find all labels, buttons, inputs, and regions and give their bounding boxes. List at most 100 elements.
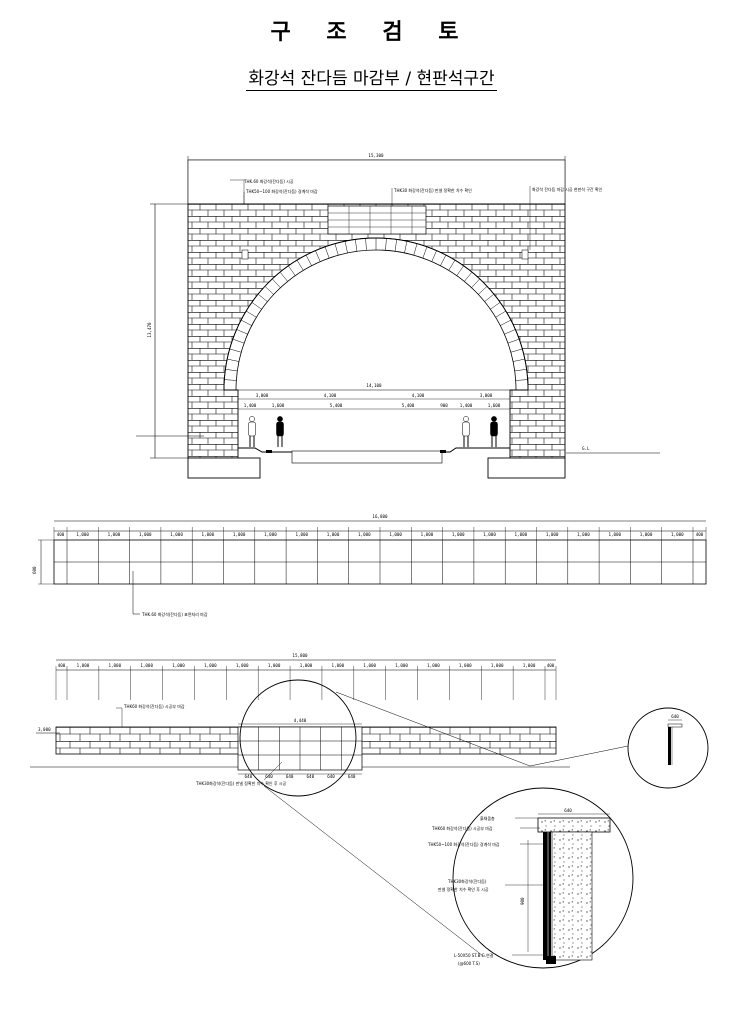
inner-dim-3: 4,100: [412, 393, 425, 398]
strip-dim-label: 1,000: [389, 532, 402, 537]
wall-dim-label: 1,000: [332, 663, 345, 668]
strip-dim-label: 1,000: [264, 532, 277, 537]
strip-dim-label: 1,000: [608, 532, 621, 537]
page-subtitle: 화강석 잔다듬 마감부 / 현판석구간: [0, 64, 743, 91]
wall-dim-label: 400: [58, 663, 66, 668]
strip-unit-dims: 400 1,000 1,000 1,000 1,000 1,000 1,000 1,000 1,…: [53, 527, 707, 540]
wall-height-dim: 3,000: [38, 727, 51, 732]
wall-detail-dim: 640: [348, 774, 356, 779]
inner-dim-4: 3,000: [480, 393, 493, 398]
right-footing: [487, 457, 566, 479]
lower-dim-2: 1,600: [272, 403, 285, 408]
wall-dim-label: 1,000: [268, 663, 281, 668]
elevation-notes: THK.60 화강석(잔다듬) 시공 THK50~100 화강석(잔다듬) 경계…: [230, 178, 603, 250]
strip-dim-label: 1,000: [515, 532, 528, 537]
elevation-inner-width: 14,100: [366, 383, 382, 388]
section-detail-small: 640: [529, 707, 709, 789]
wall-dim-label: 1,000: [523, 663, 536, 668]
wall-dim-label: 1,000: [204, 663, 217, 668]
detail-label-4: THK30화강석(잔다듬): [447, 878, 487, 884]
lower-dim-6: 1,400: [460, 403, 473, 408]
detail-label-5: 판넬 정확한 치수 확인 후 시공: [438, 886, 489, 892]
elevation-note-3: THK30 화강석(잔다듬) 판넬 정확한 치수 확인: [393, 187, 472, 193]
strip-dim-label: 1,000: [170, 532, 183, 537]
wall-detail-dims: 640 640 640 640 640 640: [238, 773, 362, 779]
wall-dim-label: 400: [547, 663, 555, 668]
lower-dim-7: 1,600: [488, 403, 501, 408]
masonry-wall: [187, 203, 566, 459]
elevation-height: 13,470: [147, 322, 152, 338]
section-detail-large: 640 900 흙채움층 THK60 화강석(잔다듬) 시공부 마감 THK50…: [427, 787, 634, 969]
elevation-top-width: 15,300: [368, 153, 384, 158]
strip-dim-label: 1,000: [202, 532, 215, 537]
strip-dim-label: 1,000: [327, 532, 340, 537]
strip-dim-label: 1,000: [483, 532, 496, 537]
strip-note: THK.60 화강석(잔다듬) 표면처리 마감: [141, 611, 208, 617]
elevation-note-1: THK.60 화강석(잔다듬) 시공: [243, 178, 294, 184]
zoom-circle-small: [239, 679, 357, 797]
elevation-note-4: 화강석 잔다듬 마감 시공 현판석 구간 확인: [532, 186, 603, 192]
page-title: 구 조 검 토: [270, 20, 473, 45]
detail-label-2: THK60 화강석(잔다듬) 시공부 마감: [431, 825, 493, 831]
wall-dim-label: 1,000: [300, 663, 313, 668]
wall-detail-width: 4,440: [294, 718, 307, 723]
strip-dim-label: 1,000: [452, 532, 465, 537]
wall-dim-label: 1,000: [77, 663, 90, 668]
strip-dim-label: 1,000: [577, 532, 590, 537]
left-footing: [187, 457, 261, 479]
strip-dim-label: 1,000: [546, 532, 559, 537]
wall-total-dim: 15,800: [292, 653, 308, 658]
lower-dim-4: 5,400: [402, 403, 415, 408]
elevation-note-2: THK50~100 화강석(잔다듬) 경계석 마감: [245, 188, 318, 194]
ground-level-label: G.L: [582, 446, 590, 451]
inner-dim-1: 3,000: [256, 393, 269, 398]
strip-dim-label: 1,000: [139, 532, 152, 537]
detail-labels: 흙채움층 THK60 화강석(잔다듬) 시공부 마감 THK50~100 화강석…: [427, 815, 546, 966]
arch-voussoirs: [224, 238, 528, 381]
detail-label-6: L-50X50 ST.B.G.연결: [454, 952, 494, 958]
detail-label-3: THK50~100 화강석(잔다듬) 경계석 마감: [427, 841, 500, 847]
wall-detail-dim: 640: [245, 774, 253, 779]
detail-vertical-dim: 900: [520, 897, 525, 905]
wall-dim-label: 1,000: [363, 663, 376, 668]
wall-dim-label: 1,000: [395, 663, 408, 668]
strip-dim-label: 1,000: [233, 532, 246, 537]
lower-dim-5: 900: [440, 403, 448, 408]
wall-dim-label: 1,000: [108, 663, 121, 668]
wall-dim-label: 1,000: [172, 663, 185, 668]
wall-elevation: 15,800 400 1,000 1,000 1,000 1,000 1,000 1,000…: [30, 653, 570, 957]
parapet-band: [187, 159, 566, 205]
strip-elevation: 16,800 400 1,000 1,000 1,000 1,000 1,000 1,000…: [32, 514, 707, 617]
wall-dim-label: 1,000: [491, 663, 504, 668]
strip-height-dim: 600: [32, 566, 37, 574]
wall-detail-dim: 640: [307, 774, 315, 779]
wall-detail-dim: 640: [286, 774, 294, 779]
lower-dim-1: 1,400: [244, 403, 257, 408]
opening-interior: 14,100 3,000 4,100 4,100 3,000 1,400 1,6…: [238, 383, 510, 464]
strip-dim-label: 400: [57, 532, 65, 537]
strip-dim-label: 1,000: [671, 532, 684, 537]
wall-detail-dim: 640: [265, 774, 273, 779]
detail-width-dim: 640: [564, 808, 572, 813]
strip-dim-label: 1,000: [108, 532, 121, 537]
wall-dim-label: 1,000: [140, 663, 153, 668]
detail-label-7: (@600 T.S): [458, 961, 480, 966]
wall-note-1: THK60 화강석(잔다듬) 시공부 마감: [123, 703, 185, 709]
strip-total-dim: 16,800: [372, 514, 388, 519]
strip-dim-label: 1,000: [295, 532, 308, 537]
wall-detail-dim: 640: [327, 774, 335, 779]
wall-unit-dims: 400 1,000 1,000 1,000 1,000 1,000 1,000 1,000 1,…: [55, 663, 557, 700]
strip-dim-label: 1,000: [358, 532, 371, 537]
wall-dim-label: 1,000: [236, 663, 249, 668]
lower-dim-3: 5,400: [330, 403, 343, 408]
wall-dim-label: 1,000: [427, 663, 440, 668]
elevation-height-dimension: 13,470: [147, 203, 188, 459]
pedestrian-figures: [248, 416, 498, 447]
strip-dim-label: 400: [696, 532, 704, 537]
wall-note-2: THK30화강석(잔다듬) 판넬 정확한 치수 확인 후 시공: [195, 780, 286, 786]
page-subtitle-text: 화강석 잔다듬 마감부 / 현판석구간: [246, 69, 497, 91]
inner-dim-2: 4,100: [324, 393, 337, 398]
strip-dim-label: 1,000: [640, 532, 653, 537]
arch-elevation: 15,300 14,100 3,000 4,100 4,100 3,000 1,…: [136, 153, 660, 479]
